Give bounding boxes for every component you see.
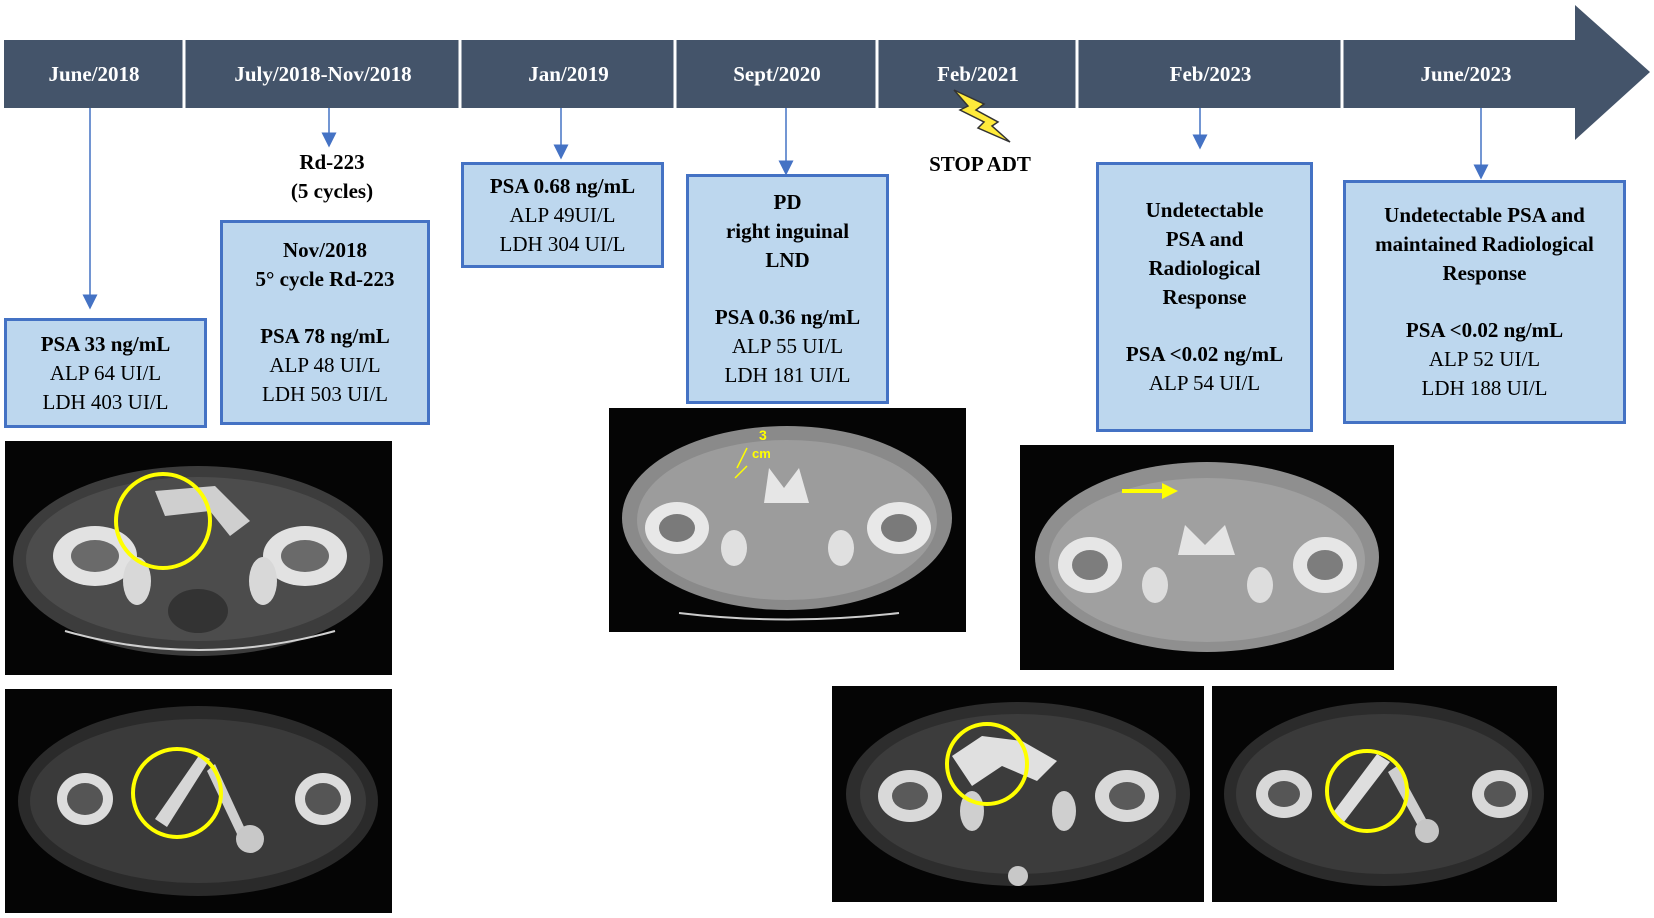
info-box-feb2023: Undetectable PSA and Radiological Respon… <box>1096 162 1313 432</box>
box-heading: PSA and <box>1165 227 1244 251</box>
ct-scan-2023-bone <box>832 686 1204 902</box>
period-label: Sept/2020 <box>733 61 821 86</box>
alp-value: ALP 55 UI/L <box>731 334 844 358</box>
ct-scan-2023-pelvis <box>1212 686 1557 902</box>
ldh-value: LDH 304 UI/L <box>499 231 626 256</box>
alp-value: ALP 49UI/L <box>509 202 616 227</box>
box-heading: maintained Radiological <box>1375 232 1594 256</box>
psa-value: PSA 0.68 ng/mL <box>489 173 636 198</box>
info-box-nov2018: Nov/2018 5° cycle Rd-223 PSA 78 ng/mL AL… <box>220 220 430 425</box>
box-heading: Response <box>1442 261 1527 285</box>
box-heading: 5° cycle Rd-223 <box>255 267 395 291</box>
alp-value: ALP 48 UI/L <box>269 353 381 377</box>
rd223-note: Rd-223 (5 cycles) <box>262 148 402 206</box>
info-box-sept2020: PD right inguinal LND PSA 0.36 ng/mL ALP… <box>686 174 889 404</box>
timeline-arrow <box>4 5 1650 140</box>
connector-arrows <box>82 108 1489 310</box>
ldh-value: LDH 503 UI/L <box>262 382 388 406</box>
box-heading: Undetectable PSA and <box>1384 203 1585 227</box>
ct-scan-2023-softtissue <box>1020 445 1394 670</box>
period-label: June/2018 <box>48 61 140 86</box>
rd223-line: (5 cycles) <box>290 179 374 203</box>
box-heading: Nov/2018 <box>283 238 367 262</box>
box-heading: PD <box>773 190 802 214</box>
info-box-jan2019: PSA 0.68 ng/mL ALP 49UI/L LDH 304 UI/L <box>461 162 664 268</box>
measure-value: 3 <box>759 427 767 443</box>
stop-adt-note: STOP ADT <box>929 152 1031 176</box>
info-box-june2023: Undetectable PSA and maintained Radiolog… <box>1343 180 1626 424</box>
period-label: June/2023 <box>1420 61 1512 86</box>
box-heading: Response <box>1162 285 1247 309</box>
psa-value: PSA <0.02 ng/mL <box>1405 318 1564 342</box>
box-heading: right inguinal <box>725 219 850 243</box>
period-label: July/2018-Nov/2018 <box>234 61 412 86</box>
info-box-june2018: PSA 33 ng/mL ALP 64 UI/L LDH 403 UI/L <box>4 318 207 428</box>
box-heading: LND <box>765 248 810 272</box>
measure-unit: cm <box>752 446 771 461</box>
ct-scan-2020: 3 cm <box>609 408 966 632</box>
period-label: Feb/2023 <box>1169 61 1252 86</box>
ldh-value: LDH 403 UI/L <box>42 389 169 414</box>
ldh-value: LDH 181 UI/L <box>724 363 851 387</box>
alp-value: ALP 64 UI/L <box>49 360 162 385</box>
box-heading: Undetectable <box>1145 198 1264 222</box>
ct-scan-2018-bone <box>5 441 392 675</box>
psa-value: PSA <0.02 ng/mL <box>1125 342 1284 366</box>
psa-value: PSA 78 ng/mL <box>260 324 390 348</box>
ldh-value: LDH 188 UI/L <box>1421 376 1548 400</box>
rd223-line: Rd-223 <box>299 150 365 174</box>
alp-value: ALP 54 UI/L <box>1148 371 1261 395</box>
box-heading: Radiological <box>1148 256 1261 280</box>
lightning-icon <box>953 89 1011 143</box>
alp-value: ALP 52 UI/L <box>1428 347 1541 371</box>
period-label: Feb/2021 <box>937 61 1019 86</box>
period-label: Jan/2019 <box>528 61 609 86</box>
ct-scan-2018-pelvis <box>5 689 392 913</box>
psa-value: PSA 0.36 ng/mL <box>714 305 861 329</box>
psa-value: PSA 33 ng/mL <box>40 331 171 356</box>
